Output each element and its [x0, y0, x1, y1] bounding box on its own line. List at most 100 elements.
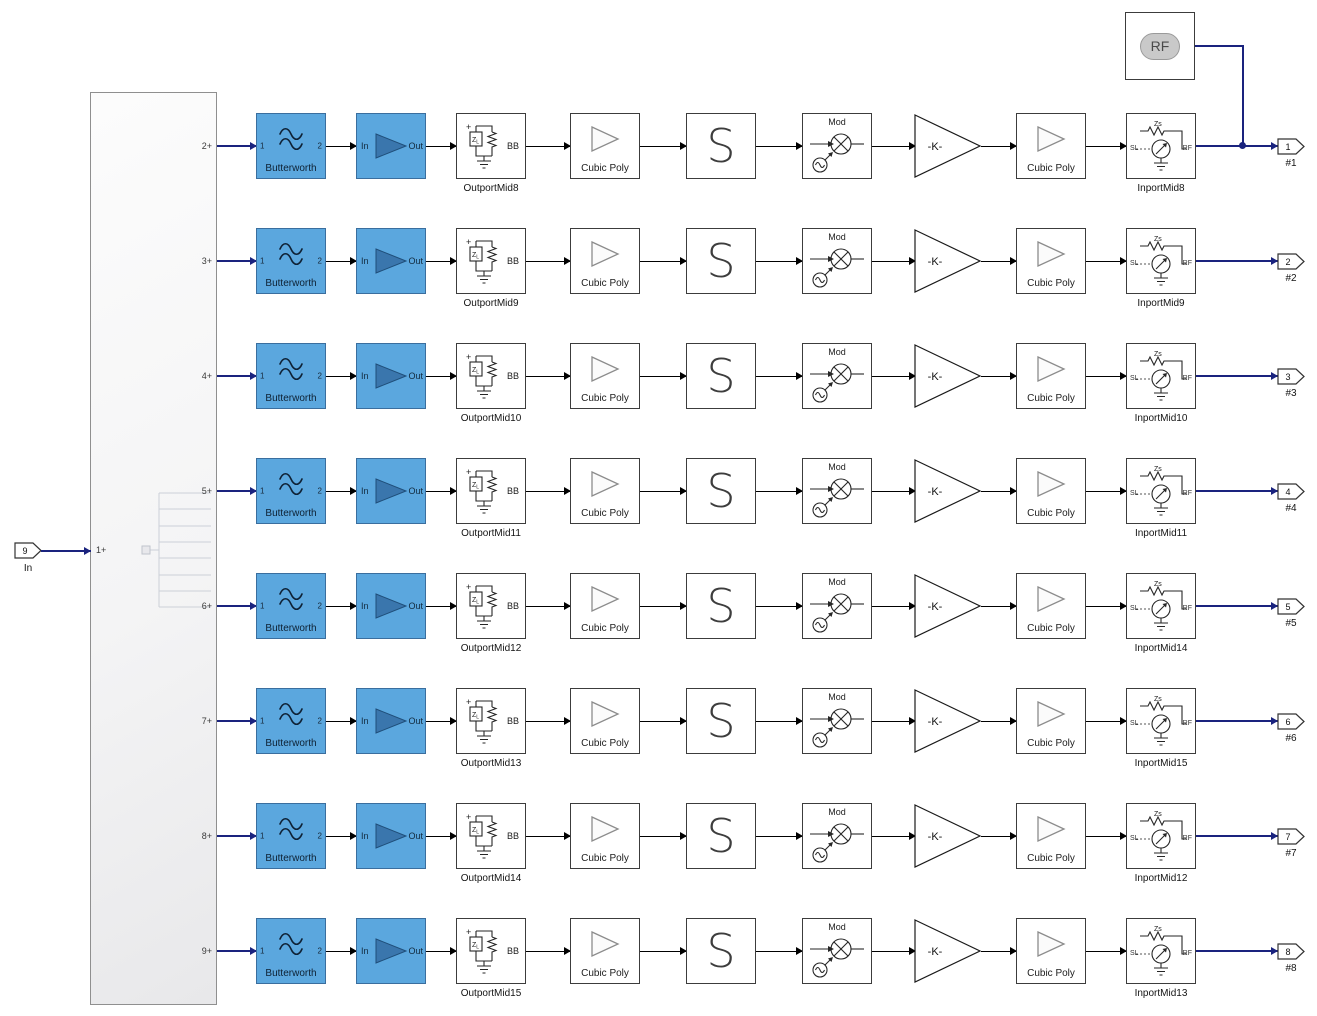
cubic-poly-block[interactable]: Cubic Poly — [570, 228, 640, 294]
signal-wire[interactable] — [1196, 835, 1278, 837]
cubic-poly-block[interactable]: Cubic Poly — [1016, 228, 1086, 294]
signal-wire[interactable] — [41, 550, 91, 552]
signal-wire[interactable] — [1086, 950, 1127, 952]
output-port-6[interactable]: 6 — [1277, 713, 1305, 730]
outport-load-block[interactable]: + ZL BB — [456, 113, 526, 179]
output-port-5[interactable]: 5 — [1277, 598, 1305, 615]
signal-wire[interactable] — [326, 605, 357, 607]
outport-load-block[interactable]: + ZL BB — [456, 458, 526, 524]
signal-wire[interactable] — [1086, 490, 1127, 492]
signal-wire[interactable] — [1196, 950, 1278, 952]
amplifier-block[interactable]: In Out — [356, 803, 426, 869]
signal-wire[interactable] — [1196, 260, 1278, 262]
signal-wire[interactable] — [1196, 145, 1278, 147]
inport-source-block[interactable]: Zs SL RF — [1126, 688, 1196, 754]
amplifier-block[interactable]: In Out — [356, 113, 426, 179]
signal-wire[interactable] — [526, 260, 571, 262]
cubic-poly-block[interactable]: Cubic Poly — [1016, 573, 1086, 639]
cubic-poly-block[interactable]: Cubic Poly — [570, 918, 640, 984]
signal-wire[interactable] — [326, 950, 357, 952]
cubic-poly-block[interactable]: Cubic Poly — [570, 343, 640, 409]
signal-wire[interactable] — [756, 605, 803, 607]
signal-wire[interactable] — [1086, 835, 1127, 837]
signal-wire[interactable] — [1086, 605, 1127, 607]
cubic-poly-block[interactable]: Cubic Poly — [570, 573, 640, 639]
butterworth-filter-block[interactable]: 1 2 Butterworth — [256, 918, 326, 984]
gain-block[interactable]: -K- — [914, 113, 982, 179]
butterworth-filter-block[interactable]: 1 2 Butterworth — [256, 458, 326, 524]
signal-wire[interactable] — [640, 605, 687, 607]
inport-source-block[interactable]: Zs SL RF — [1126, 918, 1196, 984]
signal-wire[interactable] — [326, 490, 357, 492]
signal-wire[interactable] — [756, 260, 803, 262]
modulator-block[interactable]: Mod — [802, 803, 872, 869]
signal-wire[interactable] — [981, 145, 1017, 147]
modulator-block[interactable]: Mod — [802, 113, 872, 179]
butterworth-filter-block[interactable]: 1 2 Butterworth — [256, 688, 326, 754]
butterworth-filter-block[interactable]: 1 2 Butterworth — [256, 343, 326, 409]
rf-wire-vertical[interactable] — [1242, 45, 1244, 146]
signal-wire[interactable] — [640, 720, 687, 722]
s-parameters-block[interactable]: S — [686, 113, 756, 179]
signal-wire[interactable] — [872, 835, 916, 837]
s-parameters-block[interactable]: S — [686, 918, 756, 984]
signal-wire[interactable] — [1086, 720, 1127, 722]
s-parameters-block[interactable]: S — [686, 573, 756, 639]
signal-wire[interactable] — [326, 720, 357, 722]
cubic-poly-block[interactable]: Cubic Poly — [1016, 113, 1086, 179]
signal-wire[interactable] — [526, 375, 571, 377]
signal-wire[interactable] — [981, 605, 1017, 607]
signal-wire[interactable] — [981, 490, 1017, 492]
signal-wire[interactable] — [756, 835, 803, 837]
inport-source-block[interactable]: Zs SL RF — [1126, 573, 1196, 639]
signal-wire[interactable] — [217, 605, 257, 607]
cubic-poly-block[interactable]: Cubic Poly — [1016, 918, 1086, 984]
signal-wire[interactable] — [872, 260, 916, 262]
cubic-poly-block[interactable]: Cubic Poly — [570, 458, 640, 524]
signal-wire[interactable] — [526, 145, 571, 147]
signal-wire[interactable] — [426, 260, 457, 262]
modulator-block[interactable]: Mod — [802, 343, 872, 409]
signal-wire[interactable] — [640, 490, 687, 492]
modulator-block[interactable]: Mod — [802, 918, 872, 984]
signal-wire[interactable] — [217, 720, 257, 722]
signal-wire[interactable] — [426, 605, 457, 607]
signal-wire[interactable] — [426, 835, 457, 837]
signal-wire[interactable] — [326, 145, 357, 147]
signal-wire[interactable] — [1196, 490, 1278, 492]
amplifier-block[interactable]: In Out — [356, 573, 426, 639]
cubic-poly-block[interactable]: Cubic Poly — [1016, 343, 1086, 409]
signal-wire[interactable] — [756, 145, 803, 147]
signal-wire[interactable] — [872, 145, 916, 147]
inport-source-block[interactable]: Zs SL RF — [1126, 458, 1196, 524]
signal-wire[interactable] — [640, 375, 687, 377]
inport-source-block[interactable]: Zs SL RF — [1126, 343, 1196, 409]
cubic-poly-block[interactable]: Cubic Poly — [570, 113, 640, 179]
gain-block[interactable]: -K- — [914, 918, 982, 984]
output-port-7[interactable]: 7 — [1277, 828, 1305, 845]
signal-wire[interactable] — [872, 375, 916, 377]
signal-wire[interactable] — [526, 605, 571, 607]
signal-wire[interactable] — [640, 835, 687, 837]
outport-load-block[interactable]: + ZL BB — [456, 918, 526, 984]
signal-wire[interactable] — [981, 950, 1017, 952]
cubic-poly-block[interactable]: Cubic Poly — [1016, 458, 1086, 524]
signal-wire[interactable] — [756, 950, 803, 952]
amplifier-block[interactable]: In Out — [356, 458, 426, 524]
outport-load-block[interactable]: + ZL BB — [456, 573, 526, 639]
output-port-3[interactable]: 3 — [1277, 368, 1305, 385]
signal-wire[interactable] — [640, 260, 687, 262]
signal-wire[interactable] — [981, 835, 1017, 837]
s-parameters-block[interactable]: S — [686, 343, 756, 409]
signal-wire[interactable] — [1086, 260, 1127, 262]
gain-block[interactable]: -K- — [914, 458, 982, 524]
signal-wire[interactable] — [426, 720, 457, 722]
modulator-block[interactable]: Mod — [802, 573, 872, 639]
butterworth-filter-block[interactable]: 1 2 Butterworth — [256, 113, 326, 179]
signal-wire[interactable] — [426, 145, 457, 147]
s-parameters-block[interactable]: S — [686, 688, 756, 754]
signal-wire[interactable] — [426, 490, 457, 492]
gain-block[interactable]: -K- — [914, 573, 982, 639]
signal-wire[interactable] — [526, 835, 571, 837]
signal-wire[interactable] — [426, 950, 457, 952]
